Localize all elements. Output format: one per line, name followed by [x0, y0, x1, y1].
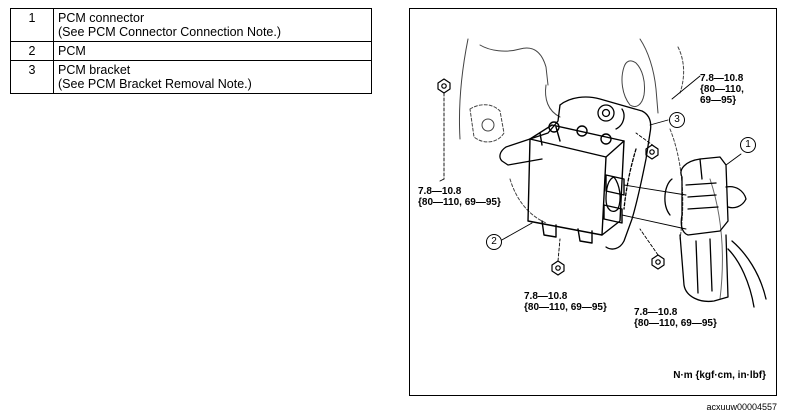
part-note: (See PCM Connector Connection Note.): [58, 25, 282, 39]
pcm-connector: [664, 156, 767, 308]
callout-pcm: 2: [486, 234, 502, 250]
nut-bracket: [645, 144, 659, 160]
torque-spec-bottom-right-nut: 7.8—10.8 {80—110, 69—95}: [634, 307, 717, 329]
torque-spec-bracket-nut: 7.8—10.8 {80—110, 69—95}: [700, 73, 744, 106]
figure-id: acxuuw00004557: [706, 402, 777, 412]
parts-table: 1 PCM connector (See PCM Connector Conne…: [10, 8, 372, 94]
callout-bracket: 3: [669, 112, 685, 128]
part-description: PCM: [53, 41, 372, 61]
part-number: 1: [10, 8, 54, 42]
callout-leaders: [439, 75, 742, 242]
part-name: PCM bracket: [58, 63, 131, 77]
pcm-illustration: [437, 38, 767, 308]
torque-spec-left-nut: 7.8—10.8 {80—110, 69—95}: [418, 186, 501, 208]
part-number: 2: [10, 41, 54, 61]
nut-bottom-center: [551, 260, 565, 276]
nut-top-left: [437, 78, 451, 94]
parts-row: 3 PCM bracket (See PCM Bracket Removal N…: [10, 60, 372, 94]
torque-spec-bottom-center-nut: 7.8—10.8 {80—110, 69—95}: [524, 291, 607, 313]
parts-row: 1 PCM connector (See PCM Connector Conne…: [10, 8, 372, 42]
part-note: (See PCM Bracket Removal Note.): [58, 77, 252, 91]
part-name: PCM: [58, 44, 86, 58]
part-number: 3: [10, 60, 54, 94]
callout-connector: 1: [740, 137, 756, 153]
assembly-guide-lines: [621, 184, 687, 230]
parts-row: 2 PCM: [10, 41, 372, 61]
part-name: PCM connector: [58, 11, 145, 25]
pcm-diagram: 3 1 2 7.8—10.8 {80—110, 69—95} 7.8—10.8 …: [409, 8, 777, 396]
pcm-bracket: [499, 96, 652, 250]
nut-bottom-right: [651, 254, 665, 270]
part-description: PCM connector (See PCM Connector Connect…: [53, 8, 372, 42]
torque-units-note: N·m {kgf·cm, in·lbf}: [673, 370, 766, 381]
pcm-module: [527, 121, 625, 244]
fastener-paths: [443, 92, 659, 262]
vehicle-panel-outline: [458, 38, 723, 300]
part-description: PCM bracket (See PCM Bracket Removal Not…: [53, 60, 372, 94]
